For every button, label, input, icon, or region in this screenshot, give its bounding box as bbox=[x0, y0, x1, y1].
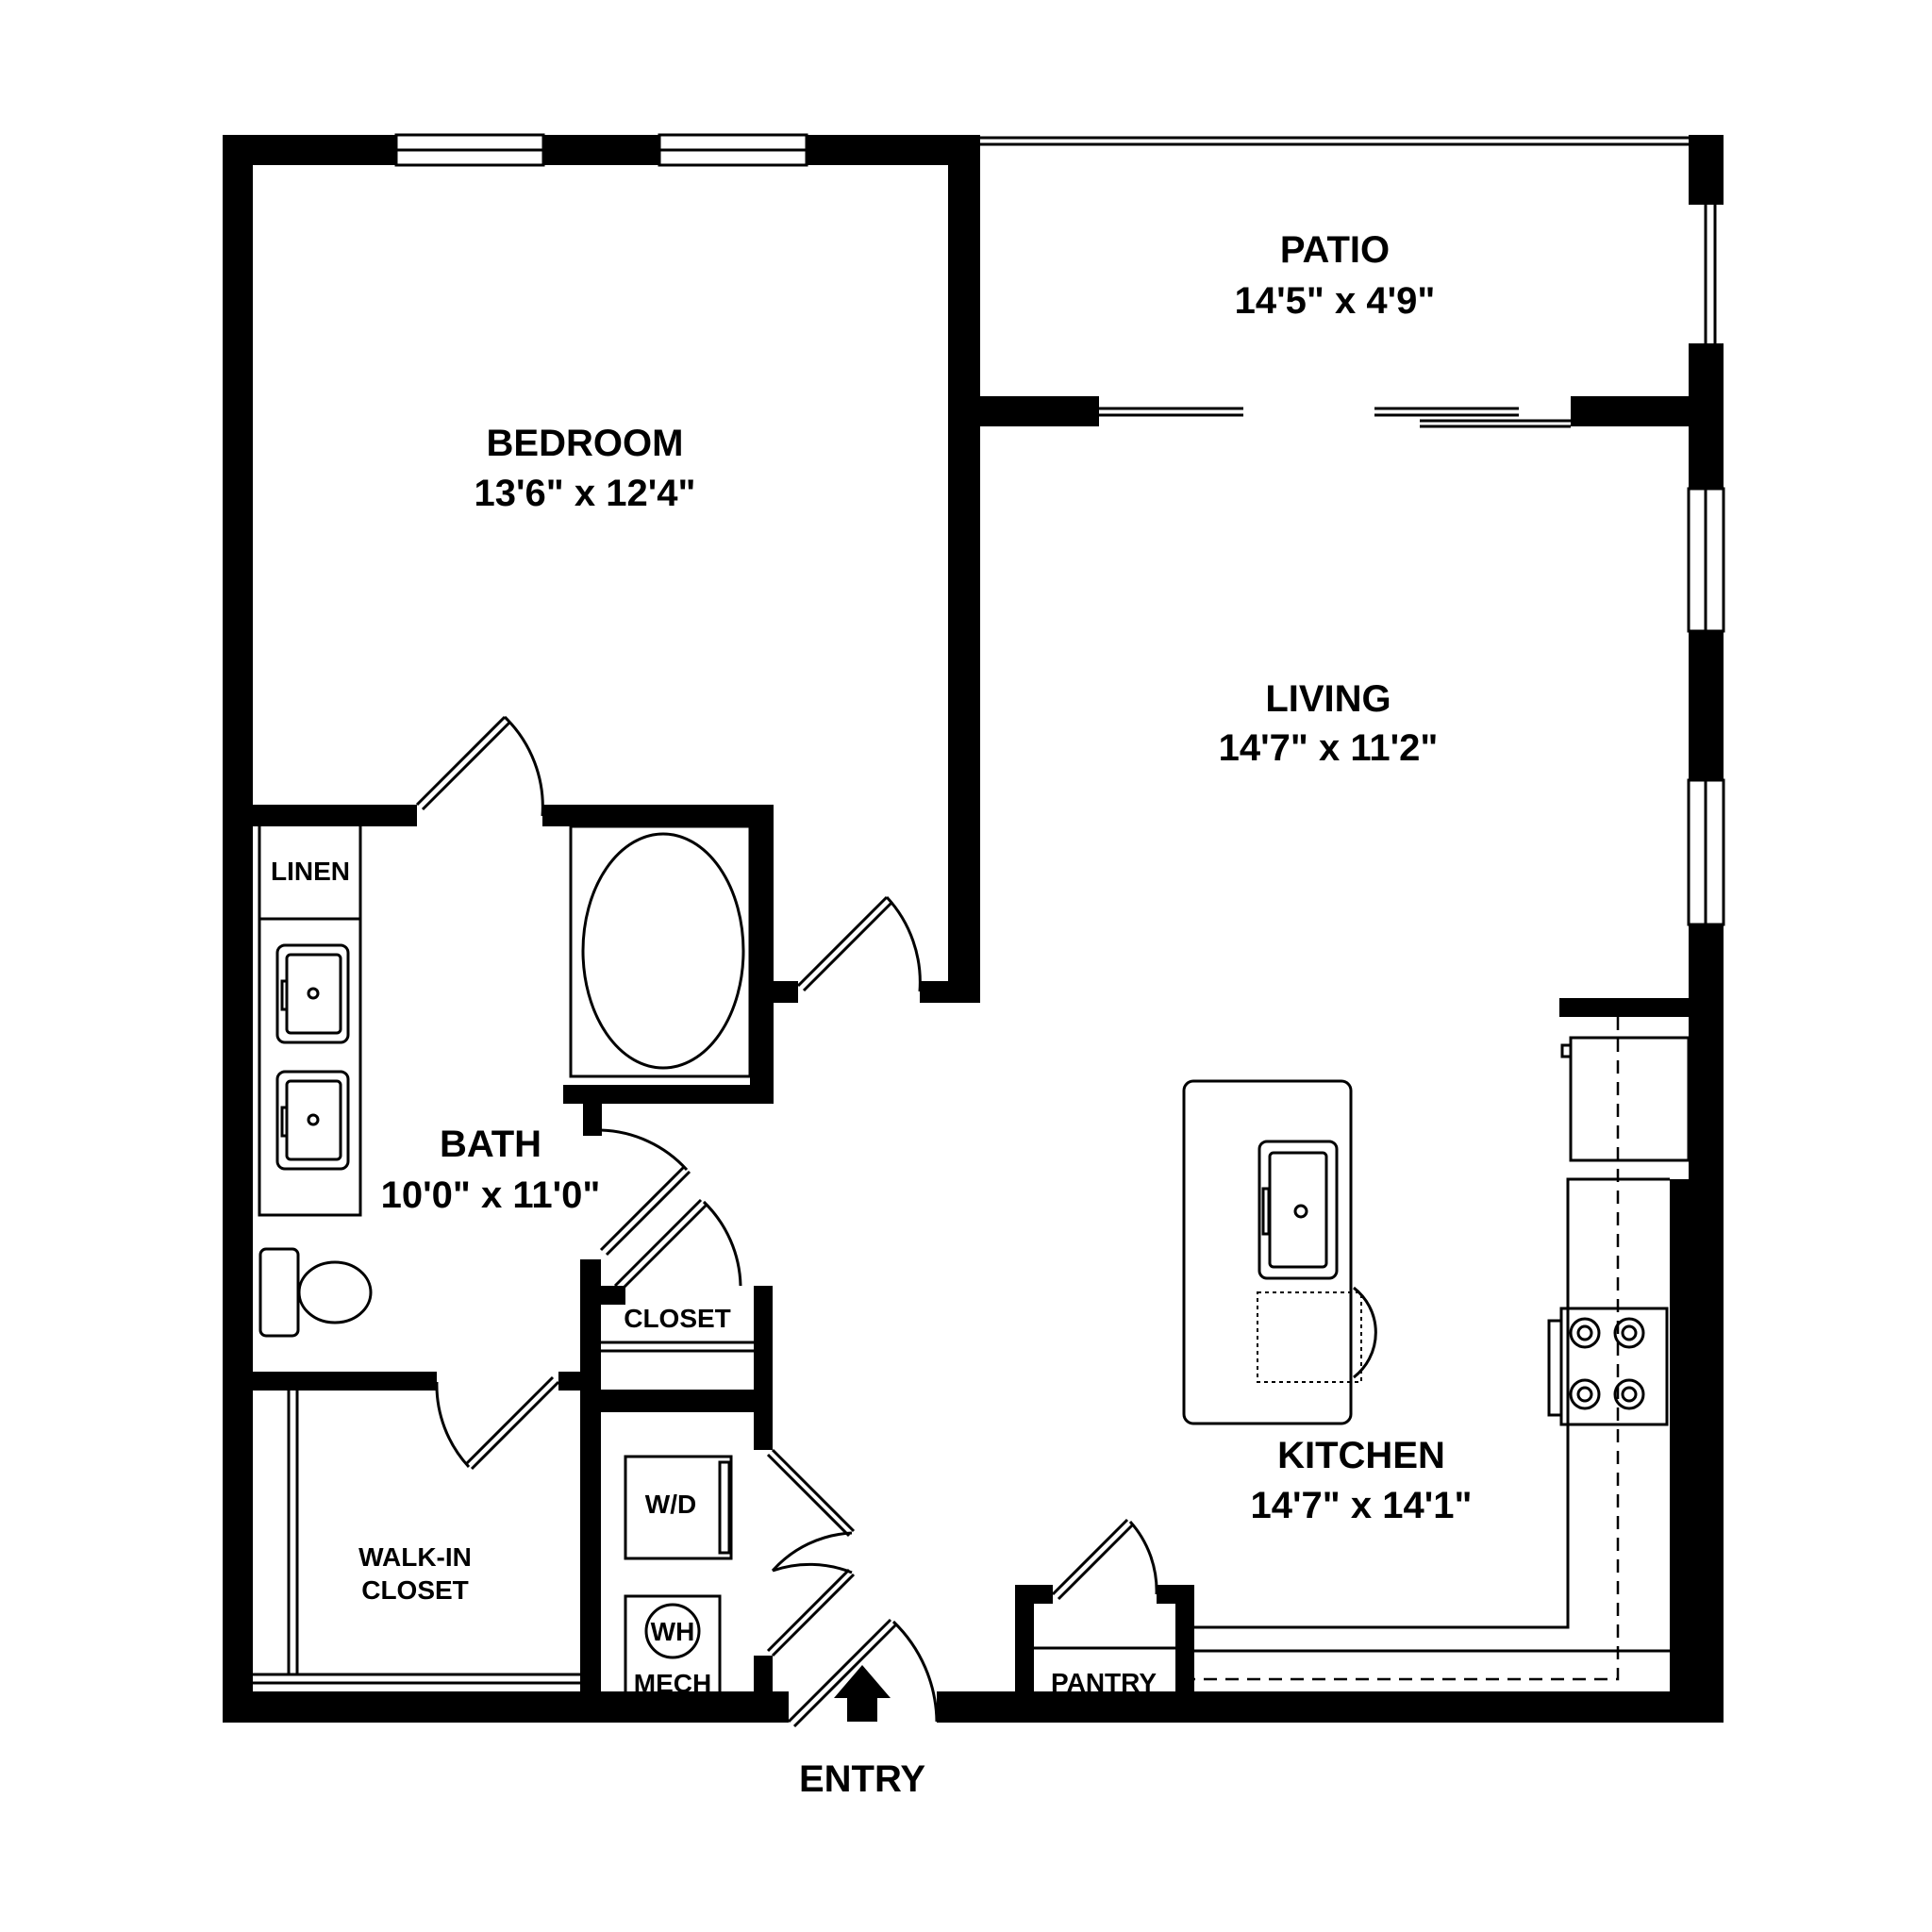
kitchen-label: KITCHEN bbox=[1277, 1435, 1445, 1476]
closet-label: CLOSET bbox=[624, 1304, 731, 1333]
island-sink-icon bbox=[1257, 1140, 1339, 1280]
water-heater-label: WH bbox=[651, 1617, 695, 1646]
bathtub-icon bbox=[569, 824, 752, 1078]
sink-icon bbox=[275, 943, 350, 1044]
toilet-tank-icon bbox=[258, 1247, 300, 1338]
washer-dryer-icon bbox=[624, 1455, 733, 1560]
patio-label: PATIO bbox=[1280, 229, 1390, 271]
mech-label: MECH bbox=[634, 1669, 711, 1698]
sink-icon bbox=[275, 1070, 350, 1171]
entry-arrow-icon bbox=[834, 1665, 891, 1722]
refrigerator-icon bbox=[1569, 1036, 1690, 1162]
windows bbox=[394, 133, 1725, 926]
walkin-closet-label-line1: WALK-IN bbox=[358, 1542, 472, 1572]
patio-size: 14'5" x 4'9" bbox=[1235, 280, 1436, 322]
fixtures bbox=[253, 819, 1690, 1709]
interior-walls bbox=[253, 135, 1689, 1722]
doors bbox=[415, 715, 1158, 1728]
water-heater-icon bbox=[624, 1594, 722, 1709]
living-label: LIVING bbox=[1265, 678, 1391, 720]
living-size: 14'7" x 11'2" bbox=[1219, 727, 1439, 769]
bath-label: BATH bbox=[440, 1124, 541, 1165]
exterior-walls bbox=[223, 135, 1724, 1723]
room-labels: PATIO 14'5" x 4'9" BEDROOM 13'6" x 12'4"… bbox=[271, 229, 1472, 1800]
pantry-label: PANTRY bbox=[1051, 1668, 1157, 1697]
kitchen-island bbox=[1182, 1079, 1353, 1425]
entry-label: ENTRY bbox=[799, 1758, 925, 1800]
toilet-bowl-icon bbox=[297, 1260, 373, 1324]
washer-dryer-label: W/D bbox=[645, 1490, 696, 1519]
bath-size: 10'0" x 11'0" bbox=[381, 1174, 601, 1216]
linen-label: LINEN bbox=[271, 857, 350, 886]
walkin-closet-label-line2: CLOSET bbox=[361, 1575, 469, 1605]
bedroom-label: BEDROOM bbox=[487, 423, 684, 464]
kitchen-size: 14'7" x 14'1" bbox=[1251, 1485, 1473, 1526]
bedroom-size: 13'6" x 12'4" bbox=[475, 473, 696, 514]
